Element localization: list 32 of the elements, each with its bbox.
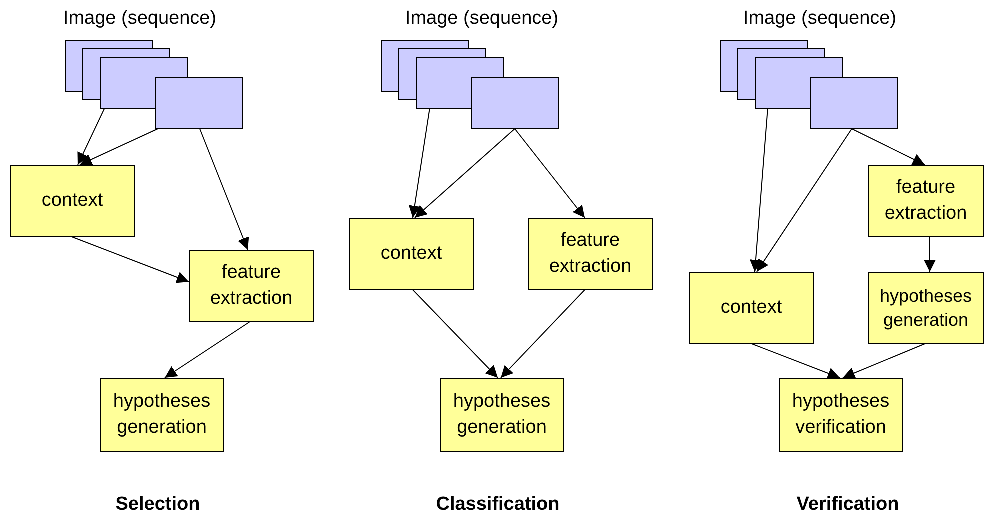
panel-title: Verification: [796, 494, 900, 514]
arrow: [408, 108, 430, 218]
arrow: [752, 344, 840, 380]
node-heading: Image (sequence): [743, 8, 897, 30]
arrow: [756, 128, 852, 272]
arrow: [72, 236, 190, 284]
process-box: feature extraction: [189, 250, 314, 322]
arrow: [164, 322, 250, 378]
process-box: context: [689, 272, 814, 344]
process-box: context: [10, 165, 135, 237]
process-box: feature extraction: [868, 165, 984, 237]
arrow: [852, 128, 926, 166]
process-box: hypotheses verification: [779, 378, 903, 452]
panel-title: Classification: [436, 494, 560, 514]
arrow: [514, 128, 586, 218]
process-box: feature extraction: [528, 218, 653, 290]
arrow: [924, 236, 936, 272]
process-box: hypotheses generation: [100, 378, 224, 452]
arrow: [842, 344, 926, 379]
process-box: hypotheses generation: [868, 272, 984, 344]
process-box: hypotheses generation: [440, 378, 564, 452]
arrow: [78, 108, 106, 166]
process-box: context: [349, 218, 474, 290]
panel-title: Selection: [116, 494, 200, 514]
arrow: [200, 128, 250, 250]
arrow: [80, 128, 158, 166]
node-heading: Image (sequence): [63, 8, 217, 30]
arrow: [412, 290, 498, 378]
arrow: [750, 108, 768, 272]
node-heading: Image (sequence): [405, 8, 559, 30]
arrow: [500, 290, 586, 378]
arrow: [414, 128, 516, 218]
